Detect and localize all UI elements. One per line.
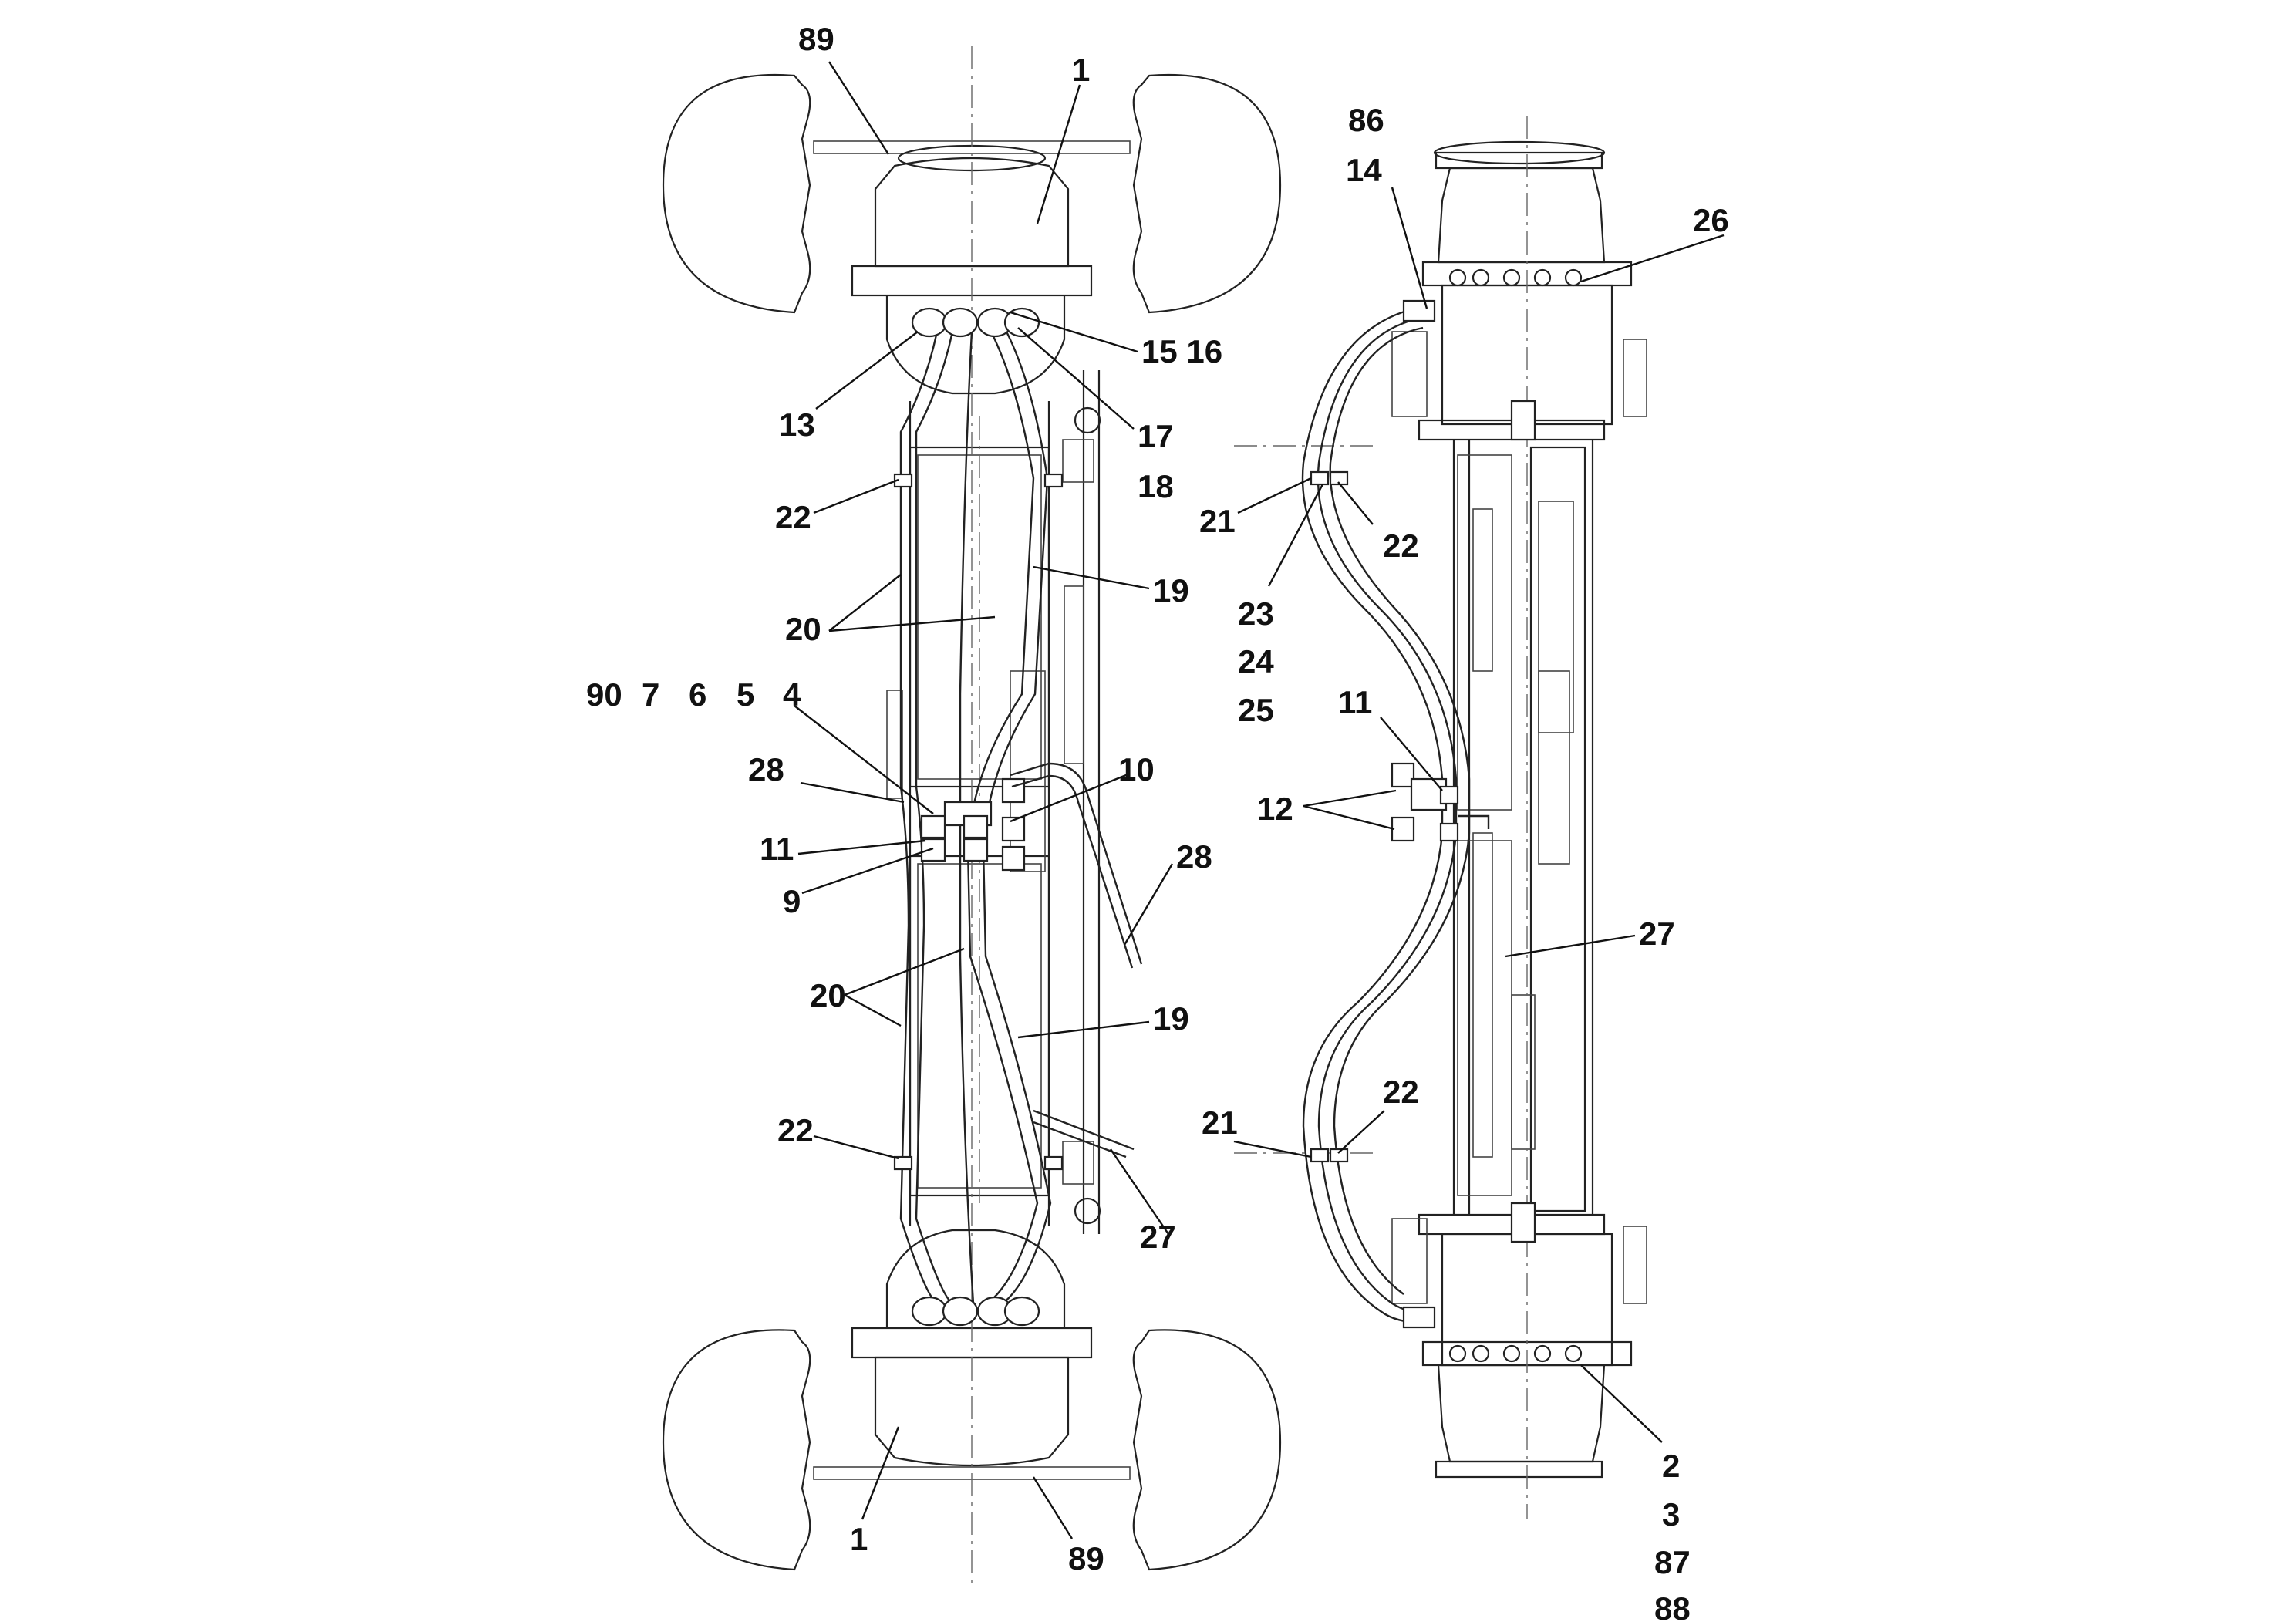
callout-19-lower: 19	[1153, 1000, 1189, 1037]
leader-lines	[794, 61, 1725, 1539]
callout-14: 14	[1346, 152, 1382, 188]
callout-1-top: 1	[1072, 52, 1090, 88]
callout-9: 9	[783, 883, 801, 919]
callout-6: 6	[689, 676, 706, 713]
callout-7: 7	[642, 676, 659, 713]
callout-11-right: 11	[1338, 684, 1372, 720]
callout-24: 24	[1238, 643, 1274, 679]
callout-22-upper: 22	[775, 499, 811, 535]
callout-3: 3	[1662, 1496, 1680, 1533]
wheel-top-left	[662, 73, 811, 314]
callout-1-bottom: 1	[850, 1521, 868, 1557]
callout-4: 4	[783, 676, 801, 713]
callout-2: 2	[1662, 1448, 1680, 1484]
callout-89-bottom: 89	[1068, 1540, 1104, 1576]
callout-27-left: 27	[1140, 1219, 1176, 1255]
callout-26: 26	[1693, 202, 1729, 238]
callout-5: 5	[737, 676, 754, 713]
callout-11-left: 11	[760, 831, 794, 867]
left-axle-view	[662, 46, 1282, 1589]
right-axle-view	[1234, 116, 1647, 1519]
callout-21-upper: 21	[1199, 503, 1236, 539]
wheel-top-right	[1132, 73, 1282, 314]
callout-21-lower: 21	[1202, 1104, 1238, 1141]
callout-22-lower: 22	[777, 1112, 814, 1148]
callouts-left: 89 1 15 16 13 17 18 22 19 20 90 7 6 5 4 …	[586, 21, 1222, 1576]
callout-28-right: 28	[1176, 838, 1212, 875]
wheel-bottom-right	[1132, 1329, 1282, 1571]
callout-10: 10	[1118, 751, 1155, 787]
callout-23: 23	[1238, 595, 1274, 632]
callout-88: 88	[1654, 1590, 1691, 1622]
callout-15-16: 15 16	[1141, 333, 1222, 369]
callout-12: 12	[1257, 791, 1293, 827]
callout-18: 18	[1138, 468, 1174, 504]
callout-22-upper-right: 22	[1383, 528, 1419, 564]
callout-20-upper: 20	[785, 611, 821, 647]
callout-87: 87	[1654, 1544, 1691, 1580]
callout-90: 90	[586, 676, 622, 713]
callouts-right: 86 14 26 21 22 23 24 25 11 12 27 21 22 2…	[1199, 102, 1729, 1622]
wheel-bottom-left	[662, 1329, 811, 1571]
callout-89-top: 89	[798, 21, 834, 57]
callout-17: 17	[1138, 418, 1174, 454]
callout-19-upper: 19	[1153, 572, 1189, 609]
callout-28-left: 28	[748, 751, 784, 787]
callout-27-right: 27	[1639, 916, 1675, 952]
callout-20-lower: 20	[810, 977, 846, 1013]
callout-25: 25	[1238, 692, 1274, 728]
callout-86: 86	[1348, 102, 1384, 138]
callout-13: 13	[779, 406, 815, 443]
callout-22-lower-right: 22	[1383, 1074, 1419, 1110]
